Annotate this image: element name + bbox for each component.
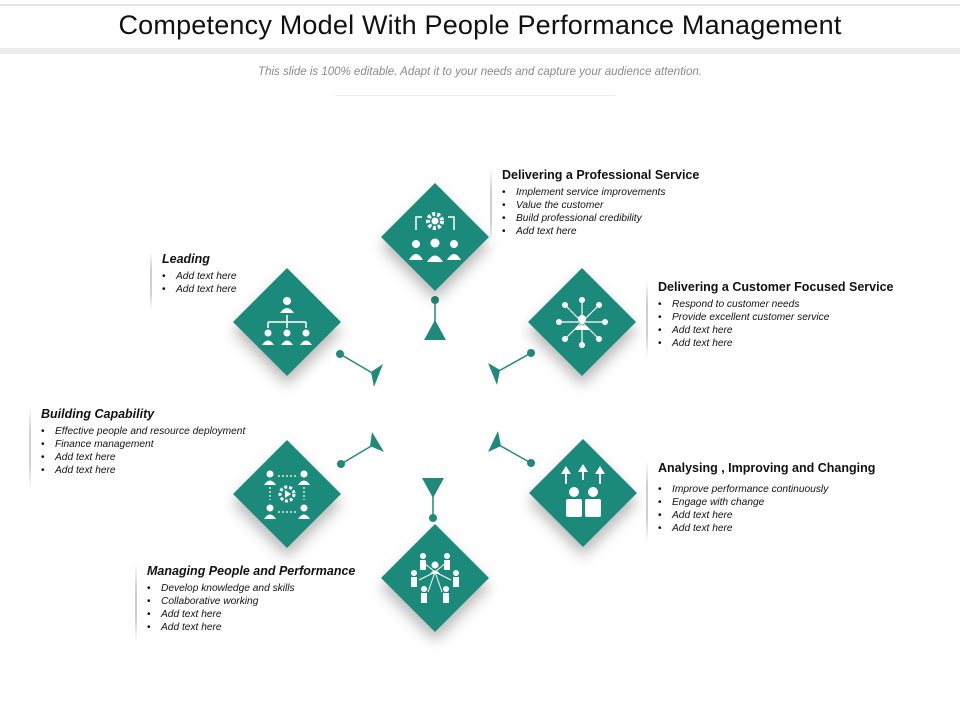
- list-item: Add text here: [41, 464, 245, 477]
- list-item: Add text here: [658, 509, 875, 522]
- block-building: Building Capability Effective people and…: [29, 407, 245, 489]
- list-item: Add text here: [41, 451, 245, 464]
- page-subtitle: This slide is 100% editable. Adapt it to…: [258, 66, 702, 78]
- diamond-professional: [381, 183, 489, 291]
- block-divider: [29, 407, 31, 489]
- connector-analysing: [488, 431, 535, 467]
- block-divider: [135, 564, 137, 642]
- list-item: Develop knowledge and skills: [147, 582, 355, 595]
- block-heading: Analysing , Improving and Changing: [658, 461, 876, 475]
- list-item: Build professional credibility: [502, 212, 699, 225]
- list-item: Add text here: [502, 225, 699, 238]
- block-divider: [646, 461, 648, 543]
- org-chart-icon: [262, 297, 312, 345]
- diamond-analysing: [529, 439, 637, 547]
- block-customer: Delivering a Customer Focused Service Re…: [646, 280, 894, 358]
- connector-managing: [422, 478, 444, 522]
- diamond-managing: [381, 524, 489, 632]
- page-title: Competency Model With People Performance…: [118, 10, 842, 40]
- list-item: Collaborative working: [147, 595, 355, 608]
- connector-leading: [336, 350, 383, 387]
- list-item: Improve performance continuously: [658, 483, 875, 496]
- process-cycle-icon: [264, 470, 310, 519]
- title-rule-top: [0, 4, 960, 6]
- customer-network-icon: [556, 297, 608, 348]
- title-bar: Competency Model With People Performance…: [0, 0, 960, 56]
- list-item: Add text here: [147, 621, 355, 634]
- block-list: Implement service improvements Value the…: [490, 186, 699, 238]
- connector-professional: [424, 296, 446, 340]
- list-item: Provide excellent customer service: [658, 311, 894, 324]
- list-item: Add text here: [658, 337, 894, 350]
- team-gear-icon: [409, 212, 461, 262]
- list-item: Add text here: [147, 608, 355, 621]
- list-item: Add text here: [162, 283, 237, 296]
- list-item: Respond to customer needs: [658, 298, 894, 311]
- block-heading: Delivering a Professional Service: [502, 168, 700, 182]
- block-divider: [490, 168, 492, 246]
- list-item: Add text here: [162, 270, 237, 283]
- block-list: Effective people and resource deployment…: [29, 425, 245, 477]
- block-list: Develop knowledge and skills Collaborati…: [135, 582, 355, 634]
- block-heading: Building Capability: [41, 407, 155, 421]
- block-list: Add text here Add text here: [150, 270, 237, 296]
- title-rule-bottom: [0, 48, 960, 54]
- connector-customer: [488, 349, 535, 385]
- subtitle-divider: [335, 95, 615, 96]
- list-item: Effective people and resource deployment: [41, 425, 245, 438]
- growth-arrows-people-icon: [561, 464, 605, 517]
- list-item: Add text here: [658, 324, 894, 337]
- block-divider: [150, 252, 152, 310]
- connector-building: [337, 432, 384, 468]
- list-item: Value the customer: [502, 199, 699, 212]
- block-professional: Delivering a Professional Service Implem…: [490, 168, 700, 246]
- block-list: Respond to customer needs Provide excell…: [646, 298, 894, 350]
- block-heading: Managing People and Performance: [147, 564, 356, 578]
- block-leading: Leading Add text here Add text here: [150, 252, 237, 310]
- list-item: Engage with change: [658, 496, 875, 509]
- block-divider: [646, 280, 648, 358]
- block-heading: Leading: [162, 252, 210, 266]
- block-list: Improve performance continuously Engage …: [646, 483, 875, 535]
- list-item: Implement service improvements: [502, 186, 699, 199]
- list-item: Finance management: [41, 438, 245, 451]
- people-network-icon: [411, 553, 459, 603]
- block-analysing: Analysing , Improving and Changing Impro…: [646, 461, 876, 543]
- block-managing: Managing People and Performance Develop …: [135, 564, 356, 642]
- block-heading: Delivering a Customer Focused Service: [658, 280, 894, 294]
- list-item: Add text here: [658, 522, 875, 535]
